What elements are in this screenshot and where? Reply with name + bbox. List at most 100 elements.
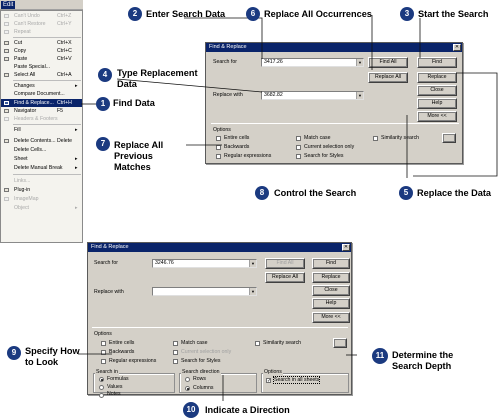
backwards-checkbox[interactable]: [101, 350, 106, 355]
values-radio[interactable]: [99, 385, 104, 390]
rows-radio[interactable]: [185, 377, 190, 382]
menu-item-delete-contents[interactable]: Delete Contents...Delete: [1, 137, 82, 145]
dialog-title-bar: Find & Replace: [206, 43, 462, 52]
dialog-title-bar: Find & Replace: [88, 243, 351, 252]
find-button[interactable]: Find: [417, 57, 457, 68]
entire-cells-label: Entire cells: [109, 340, 135, 346]
chevron-down-icon[interactable]: ▼: [249, 288, 256, 295]
plugin-icon: [4, 188, 9, 192]
replace-all-button[interactable]: Replace All: [265, 272, 305, 283]
callout-number-10: 10: [183, 402, 199, 418]
match-case-checkbox[interactable]: [296, 136, 301, 141]
menu-item-repeat[interactable]: Repeat: [1, 28, 82, 36]
chevron-down-icon[interactable]: ▼: [356, 59, 363, 66]
regex-checkbox[interactable]: [216, 154, 221, 159]
options-title: Options: [94, 331, 112, 337]
similarity-checkbox[interactable]: [255, 341, 260, 346]
more-button[interactable]: More <<: [417, 111, 457, 122]
all-sheets-checkbox[interactable]: ✓: [266, 378, 272, 384]
current-selection-checkbox[interactable]: [296, 145, 301, 150]
menu-item-paste-special[interactable]: Paste Special...: [14, 64, 51, 70]
menu-separator: [13, 37, 81, 38]
select-all-icon: [4, 73, 9, 77]
find-button[interactable]: Find: [312, 258, 350, 269]
imagemap-icon: [4, 197, 9, 201]
close-icon[interactable]: ✕: [342, 244, 350, 251]
replace-input[interactable]: ▼: [152, 287, 257, 296]
current-selection-checkbox[interactable]: [173, 350, 178, 355]
options2-group: [261, 373, 349, 393]
menu-item-find-replace[interactable]: Find & Replace...Ctrl+H: [1, 99, 82, 107]
menu-title-edit[interactable]: Edit: [1, 1, 16, 9]
search-in-title: Search in: [95, 369, 119, 375]
more-button[interactable]: More <<: [312, 312, 350, 323]
menu-separator: [13, 174, 81, 175]
columns-radio[interactable]: [185, 386, 190, 391]
menu-item-plugin[interactable]: Plug-in: [1, 186, 82, 194]
help-button[interactable]: Help: [312, 298, 350, 309]
search-label: Search for: [213, 59, 237, 65]
menu-item-changes[interactable]: Changes▸: [14, 83, 78, 89]
menu-item-compare[interactable]: Compare Document...: [14, 91, 65, 97]
entire-cells-checkbox[interactable]: [101, 341, 106, 346]
chevron-down-icon[interactable]: ▼: [356, 92, 363, 99]
undo-icon: [4, 14, 9, 18]
submenu-arrow-icon: ▸: [75, 83, 78, 89]
backwards-checkbox[interactable]: [216, 145, 221, 150]
search-in-group: [93, 373, 175, 393]
menu-separator: [13, 80, 81, 81]
menu-item-sheet[interactable]: Sheet▸: [14, 156, 78, 162]
all-sheets-label: Search in all sheets: [272, 376, 321, 384]
menu-item-delete-break[interactable]: Delete Manual Break▸: [14, 165, 78, 171]
callout-number-6: 6: [246, 7, 260, 21]
close-button[interactable]: Close: [312, 285, 350, 296]
menu-item-links[interactable]: Links...: [14, 178, 31, 184]
callout-indicate-direction: Indicate a Direction: [205, 405, 290, 415]
regex-checkbox[interactable]: [101, 359, 106, 364]
redo-icon: [4, 22, 9, 26]
replace-button[interactable]: Replace: [417, 72, 457, 83]
menu-item-fill[interactable]: Fill▸: [14, 127, 78, 133]
callout-number-8: 8: [255, 186, 269, 200]
chevron-down-icon[interactable]: ▼: [249, 260, 256, 267]
menu-item-headers-footers[interactable]: Headers & Footers: [1, 115, 82, 123]
find-all-button[interactable]: Find All: [368, 57, 408, 68]
find-all-button[interactable]: Find All: [265, 258, 305, 269]
replace-input[interactable]: 3682.82▼: [261, 91, 364, 100]
search-input[interactable]: 3246.76▼: [152, 259, 257, 268]
notes-radio[interactable]: [99, 393, 104, 398]
help-button[interactable]: Help: [417, 98, 457, 109]
menu-item-object[interactable]: Object▸: [14, 205, 78, 211]
styles-checkbox[interactable]: [296, 154, 301, 159]
entire-cells-checkbox[interactable]: [216, 136, 221, 141]
styles-checkbox[interactable]: [173, 359, 178, 364]
notes-label: Notes: [107, 391, 121, 397]
callout-number-4: 4: [98, 68, 112, 82]
entire-cells-label: Entire cells: [224, 135, 250, 141]
replace-all-button[interactable]: Replace All: [368, 72, 408, 83]
match-case-checkbox[interactable]: [173, 341, 178, 346]
similarity-checkbox[interactable]: [373, 136, 378, 141]
callout-enter-search-data: Enter Search Data: [146, 9, 226, 19]
replace-label: Replace with: [213, 92, 243, 98]
close-button[interactable]: Close: [417, 85, 457, 96]
formulas-radio[interactable]: [99, 377, 104, 382]
search-input[interactable]: 3417.26▼: [261, 58, 364, 67]
similarity-settings-button[interactable]: [333, 338, 347, 348]
header-icon: [4, 117, 9, 121]
current-selection-label: Current selection only: [181, 349, 232, 355]
callout-number-11: 11: [372, 348, 388, 364]
replace-button[interactable]: Replace: [312, 272, 350, 283]
menu-item-imagemap[interactable]: ImageMap: [1, 195, 82, 203]
menu-item-delete-cells[interactable]: Delete Cells...: [14, 147, 47, 153]
similarity-settings-button[interactable]: [442, 133, 456, 143]
find-replace-icon: [4, 101, 9, 105]
close-icon[interactable]: ✕: [453, 44, 461, 51]
